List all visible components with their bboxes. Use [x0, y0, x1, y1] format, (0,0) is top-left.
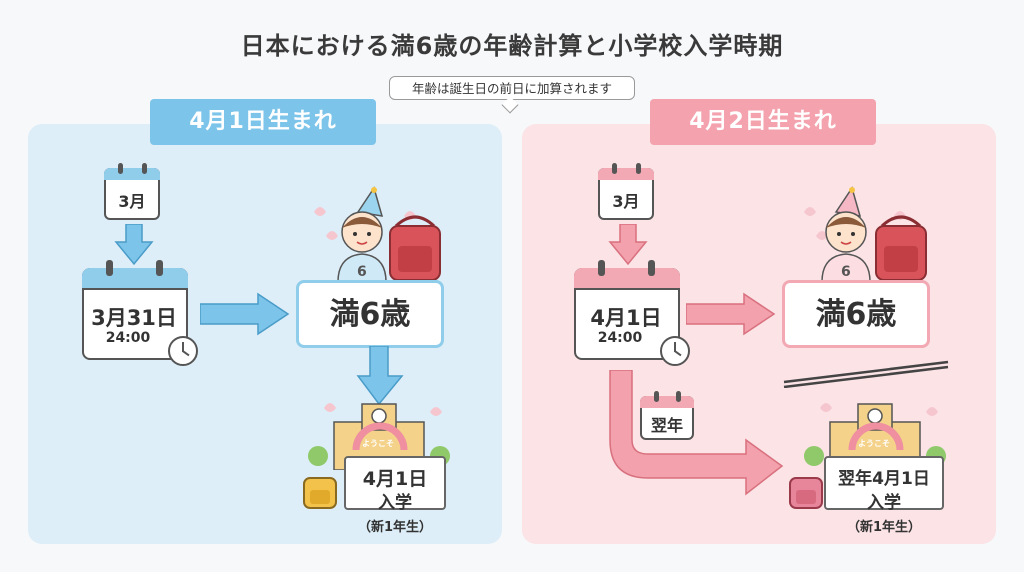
calendar-ring-icon	[118, 163, 123, 174]
calendar-ring-icon	[598, 260, 605, 276]
left-child-illustration: 6	[314, 186, 441, 282]
calendar-header-bar	[640, 396, 694, 408]
clock-icon	[660, 336, 690, 366]
clock-icon	[168, 336, 198, 366]
calendar-ring-icon	[648, 260, 655, 276]
left-shirt-number: 6	[357, 264, 367, 280]
left-enrollment-box: 4月1日 入学	[344, 456, 446, 513]
right-curved-arrow	[609, 370, 784, 496]
calendar-ring-icon	[106, 260, 113, 276]
right-right-arrow	[686, 292, 776, 336]
right-enroll-date: 翌年4月1日	[838, 469, 930, 489]
right-age-box: 満6歳	[782, 280, 930, 348]
right-welcome-banner: ようこそ	[858, 439, 890, 448]
calendar-header-bar	[598, 168, 654, 180]
left-right-arrow	[200, 292, 290, 336]
right-month-calendar: 3月	[598, 163, 654, 220]
right-grade-label: （新1年生）	[846, 520, 922, 535]
right-child-illustration: 6	[804, 186, 927, 282]
right-enrollment-box: 翌年4月1日 入学	[824, 456, 944, 513]
calendar-header-bar	[574, 268, 680, 290]
left-month-label: 3月	[118, 192, 146, 211]
left-grade-label: （新1年生）	[357, 520, 433, 535]
left-day-calendar-time: 24:00	[105, 330, 151, 346]
calendar-ring-icon	[654, 391, 659, 402]
calendar-header-bar	[82, 268, 188, 290]
note-callout: 年齢は誕生日の前日に加算されます	[389, 76, 635, 100]
right-day-calendar-time: 24:00	[597, 330, 643, 346]
calendar-ring-icon	[156, 260, 163, 276]
right-day-calendar-date: 4月1日	[590, 306, 662, 330]
right-down-arrow-small	[608, 224, 648, 266]
calendar-ring-icon	[676, 391, 681, 402]
next-year-calendar: 翌年	[640, 391, 694, 440]
pink-school-bag-icon	[789, 477, 823, 509]
calendar-ring-icon	[142, 163, 147, 174]
left-month-calendar: 3月	[104, 163, 160, 220]
left-enroll-date: 4月1日	[362, 468, 428, 490]
right-month-label: 3月	[612, 192, 640, 211]
calendar-header-bar	[104, 168, 160, 180]
not-equal-lines	[783, 360, 949, 388]
right-shirt-number: 6	[841, 264, 851, 280]
left-welcome-banner: ようこそ	[362, 439, 394, 448]
right-enroll-word: 入学	[867, 493, 901, 513]
left-age-box: 満6歳	[296, 280, 444, 348]
next-year-label: 翌年	[650, 416, 683, 435]
left-down-arrow	[356, 346, 404, 406]
diagram-title: 日本における満6歳の年齢計算と小学校入学時期	[240, 32, 784, 60]
calendar-ring-icon	[636, 163, 641, 174]
yellow-school-bag-icon	[303, 477, 337, 509]
calendar-ring-icon	[612, 163, 617, 174]
right-panel-header: 4月2日生まれ	[650, 99, 876, 145]
left-day-calendar-date: 3月31日	[91, 306, 177, 330]
left-panel-header: 4月1日生まれ	[150, 99, 376, 145]
left-down-arrow-small	[114, 224, 154, 266]
left-enroll-word: 入学	[378, 493, 412, 513]
